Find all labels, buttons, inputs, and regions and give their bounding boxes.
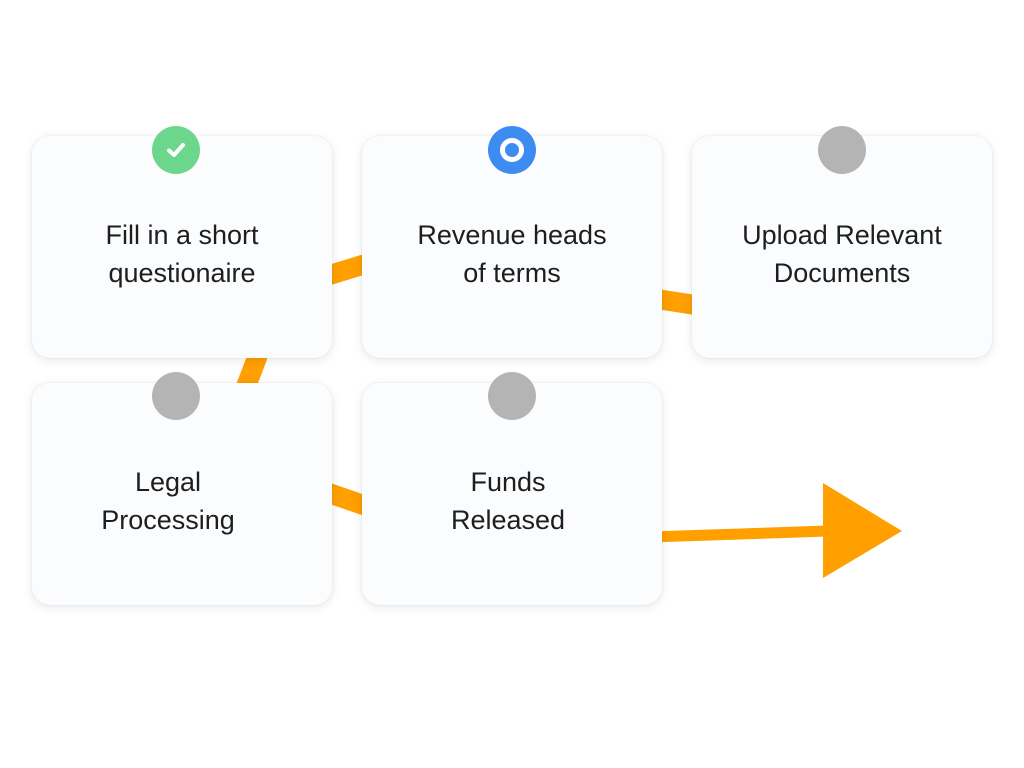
step-label: Legal Processing <box>101 467 235 535</box>
step-card-upload-documents[interactable]: Upload Relevant Documents <box>692 136 992 358</box>
step-label: Revenue heads of terms <box>417 220 607 288</box>
step-label: Fill in a short questionaire <box>105 220 259 288</box>
step-card-legal-processing[interactable]: Legal Processing <box>32 383 332 605</box>
check-icon <box>152 126 200 174</box>
dot-icon <box>488 372 536 420</box>
step-card-questionnaire[interactable]: Fill in a short questionaire <box>32 136 332 358</box>
arrowhead-icon <box>823 483 902 578</box>
step-card-revenue-heads[interactable]: Revenue heads of terms <box>362 136 662 358</box>
dot-icon <box>152 372 200 420</box>
ring-icon <box>488 126 536 174</box>
dot-icon <box>818 126 866 174</box>
step-card-funds-released[interactable]: Funds Released <box>362 383 662 605</box>
step-label: Upload Relevant Documents <box>742 220 942 288</box>
connector-step5-arrow <box>649 525 829 543</box>
step-label: Funds Released <box>450 467 566 535</box>
